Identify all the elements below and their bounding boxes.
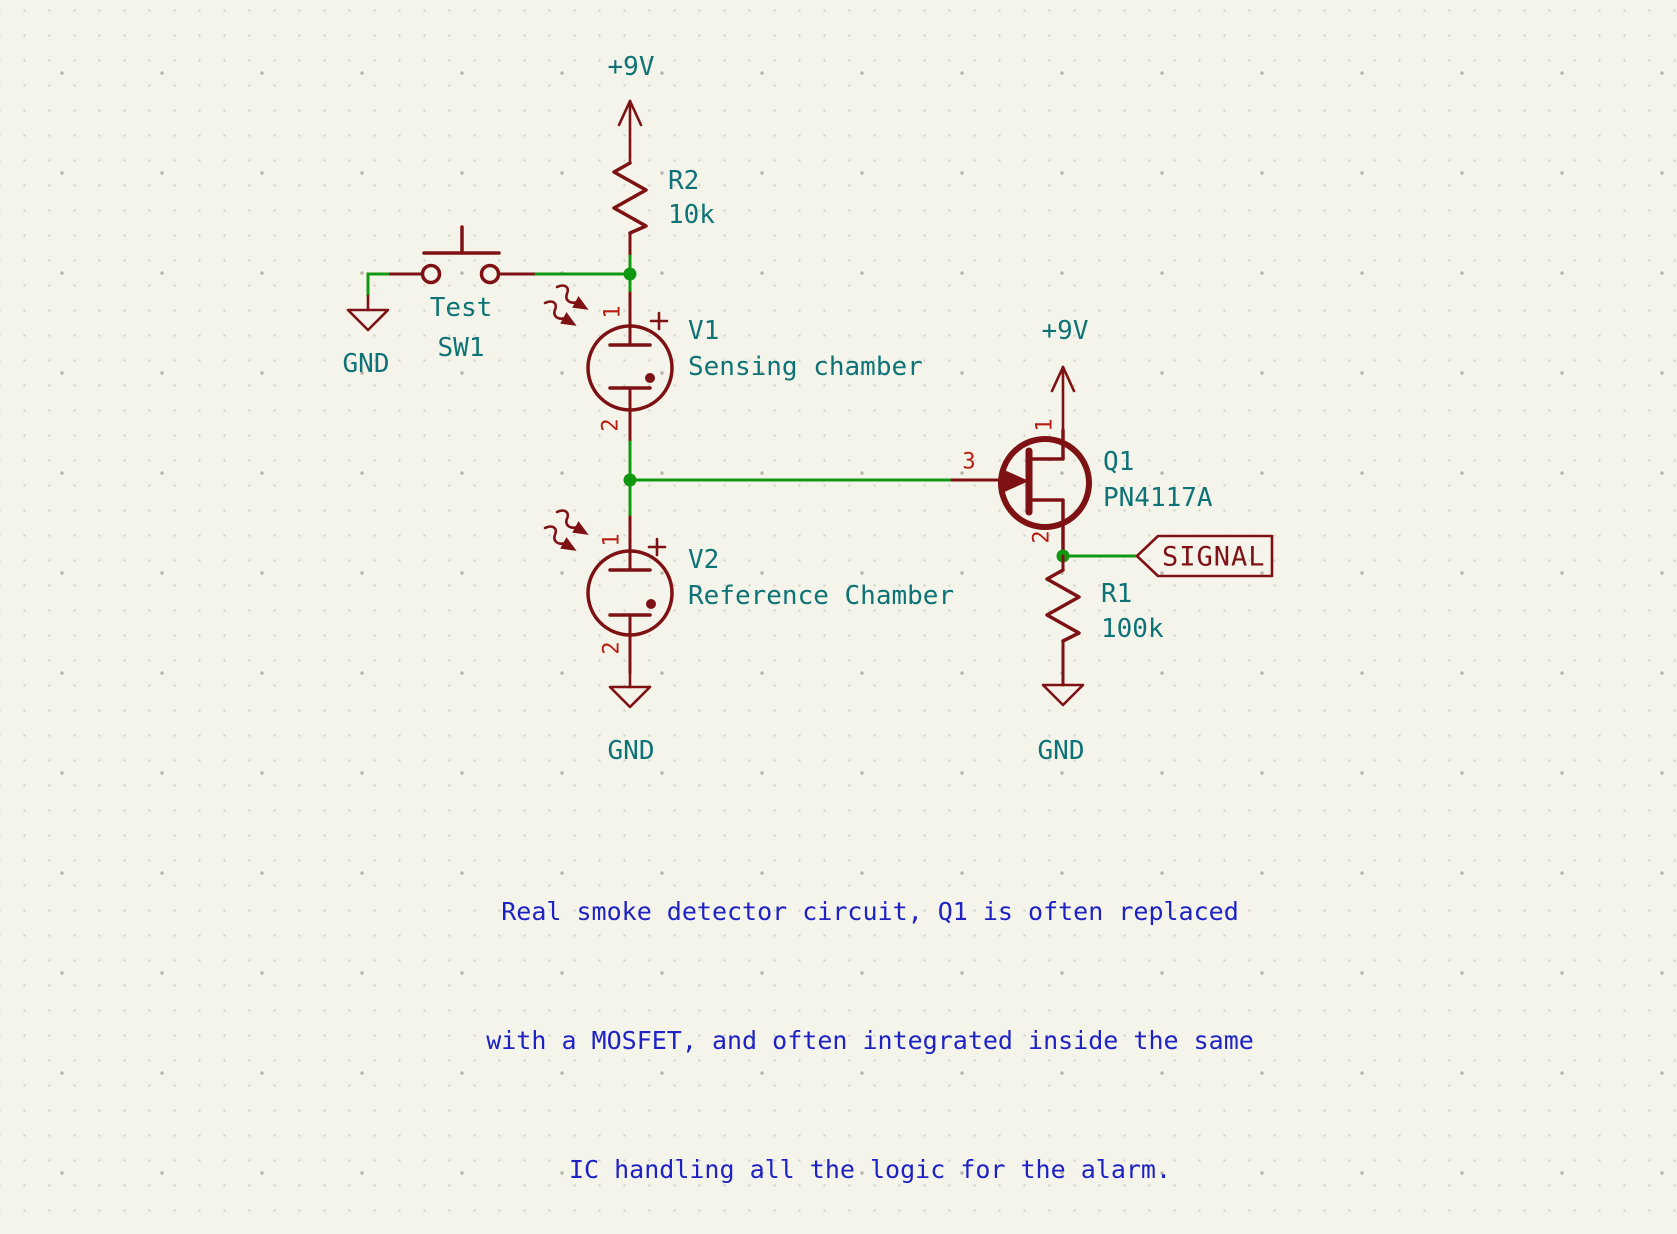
sw1-reference[interactable]: SW1 [437, 333, 485, 363]
v1-description[interactable]: Sensing chamber [688, 352, 923, 382]
r2-value[interactable]: 10k [668, 200, 715, 230]
power-label-9v-left[interactable]: +9V [607, 52, 655, 82]
v2-pin-number-2: 2 [599, 641, 625, 655]
q1-pin-number-source: 2 [1029, 530, 1055, 544]
chamber-v1-symbol[interactable] [540, 283, 674, 444]
drain-lead [1027, 428, 1065, 461]
q1-pin-number-drain: 1 [1032, 418, 1058, 432]
junction-dot-middle[interactable] [623, 473, 637, 487]
gnd-symbol-right[interactable] [1041, 683, 1085, 707]
radiation-arrow-icon [543, 300, 577, 326]
resistor-r2-symbol[interactable] [612, 161, 648, 258]
gnd-symbol-left[interactable] [346, 294, 390, 332]
v2-pin-number-1: 1 [599, 533, 625, 547]
radiation-arrow-icon [555, 284, 589, 310]
v1-pin-number-1: 1 [600, 305, 626, 319]
power-symbol-9v-right[interactable] [1050, 365, 1076, 432]
source-lead [1027, 498, 1065, 558]
electrode-dot [646, 599, 656, 609]
r2-reference[interactable]: R2 [668, 166, 700, 196]
gnd-label-middle[interactable]: GND [607, 736, 655, 766]
power-label-9v-right[interactable]: +9V [1041, 316, 1089, 346]
schematic-graphics [346, 99, 1274, 709]
gnd-symbol-middle[interactable] [608, 671, 652, 709]
v1-reference[interactable]: V1 [688, 316, 720, 346]
note-line-3: IC handling all the logic for the alarm. [568, 1155, 1172, 1184]
global-label-signal-text[interactable]: SIGNAL [1162, 541, 1266, 573]
schematic-note-text[interactable]: Real smoke detector circuit, Q1 is often… [420, 804, 1320, 1234]
gnd-label-left[interactable]: GND [342, 349, 390, 379]
radiation-arrow-icon [543, 525, 577, 551]
r1-value[interactable]: 100k [1101, 614, 1164, 644]
resistor-r1-symbol[interactable] [1045, 554, 1081, 687]
switch-sw1-symbol[interactable] [386, 225, 538, 285]
gate-arrow [1002, 469, 1029, 493]
radiation-arrow-icon [555, 509, 589, 535]
v2-reference[interactable]: V2 [688, 545, 720, 575]
q1-part-number[interactable]: PN4117A [1103, 483, 1213, 513]
v1-pin-number-2: 2 [598, 418, 624, 432]
power-symbol-9v-left[interactable] [617, 99, 643, 165]
wire-sw1-gnd[interactable] [366, 272, 390, 298]
note-line-1: Real smoke detector circuit, Q1 is often… [501, 897, 1239, 926]
q1-reference[interactable]: Q1 [1103, 447, 1135, 477]
schematic-canvas: { "app": { "view": "schematic-canvas", "… [0, 0, 1677, 1184]
junction-dot-top[interactable] [623, 267, 637, 281]
chamber-v2-symbol[interactable] [540, 508, 674, 675]
r1-reference[interactable]: R1 [1101, 579, 1133, 609]
note-line-2: with a MOSFET, and often integrated insi… [486, 1026, 1254, 1055]
electrode-dot [645, 373, 655, 383]
sw1-label[interactable]: Test [429, 293, 493, 323]
q1-pin-number-gate: 3 [962, 449, 976, 475]
v2-description[interactable]: Reference Chamber [688, 581, 955, 611]
transistor-q1-symbol[interactable] [950, 428, 1092, 558]
global-label-signal-tag[interactable] [1135, 534, 1274, 578]
gnd-label-right[interactable]: GND [1037, 736, 1085, 766]
